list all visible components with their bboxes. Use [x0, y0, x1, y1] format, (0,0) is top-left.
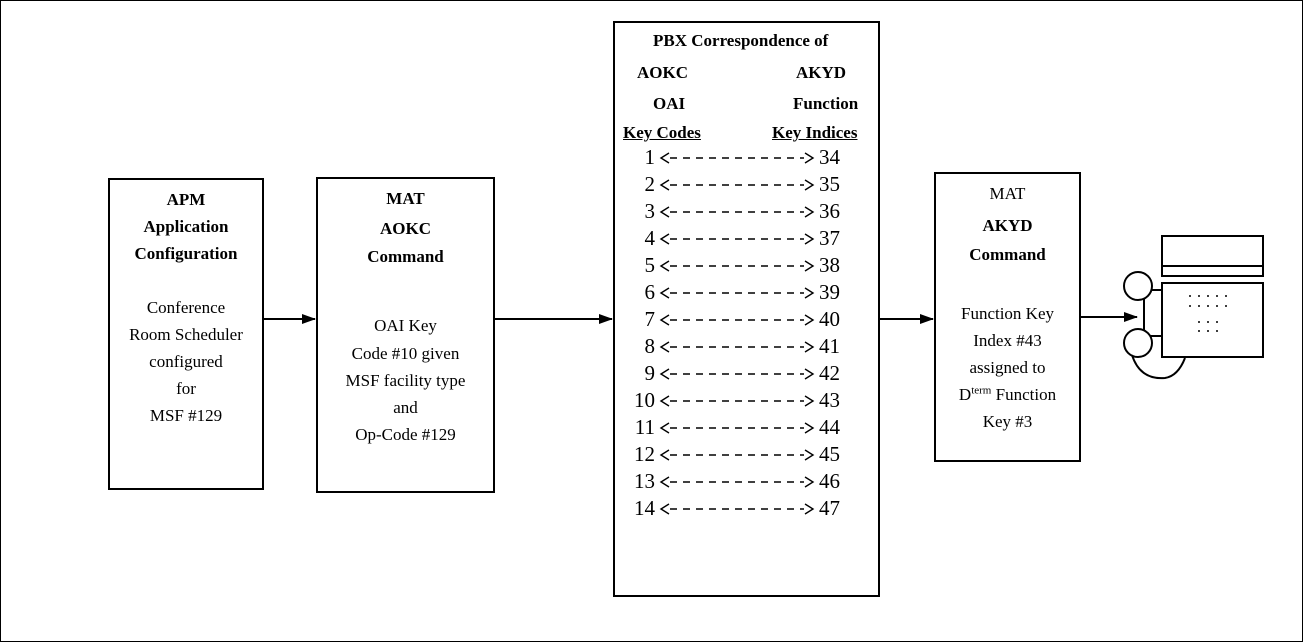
pbx-left-header-2: OAI	[653, 94, 686, 113]
mapping-row: 5 38	[621, 253, 861, 277]
function-key-index-value: 46	[819, 469, 840, 493]
pbx-title: PBX Correspondence of	[653, 31, 829, 50]
mapping-row: 4 37	[621, 226, 861, 250]
pbx-left-header-1: AOKC	[637, 63, 688, 82]
aokc-body-line: MSF facility type	[345, 371, 466, 390]
dashed-bidirectional-arrow	[659, 476, 815, 488]
key-code-value: 7	[644, 307, 656, 331]
mapping-row: 3 36	[621, 199, 861, 223]
akyd-title-3: Command	[969, 245, 1046, 264]
function-key-index-value: 34	[819, 145, 840, 169]
dashed-bidirectional-arrow	[659, 449, 815, 461]
key-code-value: 11	[634, 415, 655, 439]
function-key-index-value: 41	[819, 334, 840, 358]
dashed-bidirectional-arrow	[659, 314, 815, 326]
function-key-index-value: 39	[819, 280, 840, 304]
telephone-icon	[1123, 235, 1264, 380]
mapping-row: 14 47	[621, 496, 861, 520]
pbx-right-header-3: Key Indices	[772, 123, 858, 142]
key-code-value: 1	[644, 145, 656, 169]
function-key-index-value: 47	[819, 496, 840, 520]
mapping-row: 7 40	[621, 307, 861, 331]
dashed-bidirectional-arrow	[659, 233, 815, 245]
akyd-body-line-dterm: Dterm Function	[958, 384, 1057, 404]
key-code-value: 4	[644, 226, 656, 250]
function-key-index-value: 36	[819, 199, 840, 223]
akyd-body-line: Function Key	[960, 304, 1055, 323]
key-code-value: 2	[644, 172, 656, 196]
function-key-index-value: 40	[819, 307, 840, 331]
pbx-right-header-1: AKYD	[796, 63, 847, 82]
aokc-body-line: Op-Code #129	[355, 425, 456, 444]
mapping-row: 10 43	[621, 388, 861, 412]
akyd-command-box: MAT AKYD Command Function Key Index #43 …	[934, 172, 1081, 462]
mapping-row: 9 42	[621, 361, 861, 385]
dashed-bidirectional-arrow	[659, 152, 815, 164]
function-key-index-value: 43	[819, 388, 840, 412]
apm-subtitle-2: Configuration	[134, 244, 238, 263]
apm-body-line: MSF #129	[149, 406, 223, 425]
function-key-index-value: 44	[819, 415, 840, 439]
key-code-value: 10	[634, 388, 655, 412]
keypad-dots	[1189, 295, 1227, 332]
key-code-value: 12	[634, 442, 655, 466]
akyd-body-line: Index #43	[973, 331, 1042, 350]
function-key-index-value: 38	[819, 253, 840, 277]
key-code-value: 6	[644, 280, 656, 304]
pbx-left-header-3: Key Codes	[623, 123, 701, 142]
mapping-row: 8 41	[621, 334, 861, 358]
dashed-bidirectional-arrow	[659, 503, 815, 515]
dashed-bidirectional-arrow	[659, 341, 815, 353]
aokc-body-line: and	[393, 398, 418, 417]
key-code-value: 14	[634, 496, 655, 520]
function-key-index-value: 35	[819, 172, 840, 196]
aokc-command-box: MAT AOKC Command OAI Key Code #10 given …	[316, 177, 495, 493]
key-code-value: 13	[634, 469, 655, 493]
apm-body-line: configured	[149, 352, 223, 371]
pbx-right-header-2: Function	[793, 94, 859, 113]
akyd-body-line: assigned to	[969, 358, 1046, 377]
akyd-title-2: AKYD	[982, 216, 1033, 235]
mapping-row: 2 35	[621, 172, 861, 196]
mapping-row: 11 44	[621, 415, 861, 439]
apm-title: APM	[166, 190, 206, 209]
akyd-body-line: Key #3	[982, 412, 1033, 431]
function-key-index-value: 45	[819, 442, 840, 466]
function-key-index-value: 42	[819, 361, 840, 385]
akyd-title-1: MAT	[989, 184, 1026, 203]
key-code-value: 9	[644, 361, 656, 385]
mapping-row: 13 46	[621, 469, 861, 493]
dashed-bidirectional-arrow	[659, 287, 815, 299]
function-key-index-value: 37	[819, 226, 840, 250]
key-code-value: 5	[644, 253, 656, 277]
aokc-body-line: OAI Key	[374, 316, 437, 335]
dashed-bidirectional-arrow	[659, 395, 815, 407]
dashed-bidirectional-arrow	[659, 422, 815, 434]
apm-subtitle-1: Application	[143, 217, 229, 236]
key-code-value: 3	[644, 199, 656, 223]
dashed-bidirectional-arrow	[659, 206, 815, 218]
aokc-body-line: Code #10 given	[351, 344, 460, 363]
apm-config-box: APM Application Configuration Conference…	[108, 178, 264, 490]
mapping-row: 1 34	[621, 145, 861, 169]
key-code-value: 8	[644, 334, 656, 358]
mapping-row: 12 45	[621, 442, 861, 466]
apm-body-line: Room Scheduler	[129, 325, 243, 344]
dashed-bidirectional-arrow	[659, 179, 815, 191]
aokc-title-1: MAT	[386, 189, 425, 208]
apm-body-line: for	[176, 379, 196, 398]
dashed-bidirectional-arrow	[659, 260, 815, 272]
aokc-title-3: Command	[367, 247, 444, 266]
aokc-title-2: AOKC	[380, 219, 431, 238]
dashed-bidirectional-arrow	[659, 368, 815, 380]
pbx-correspondence-box: PBX Correspondence of AOKC OAI Key Codes…	[613, 21, 880, 597]
apm-body-line: Conference	[146, 298, 226, 317]
mapping-row: 6 39	[621, 280, 861, 304]
